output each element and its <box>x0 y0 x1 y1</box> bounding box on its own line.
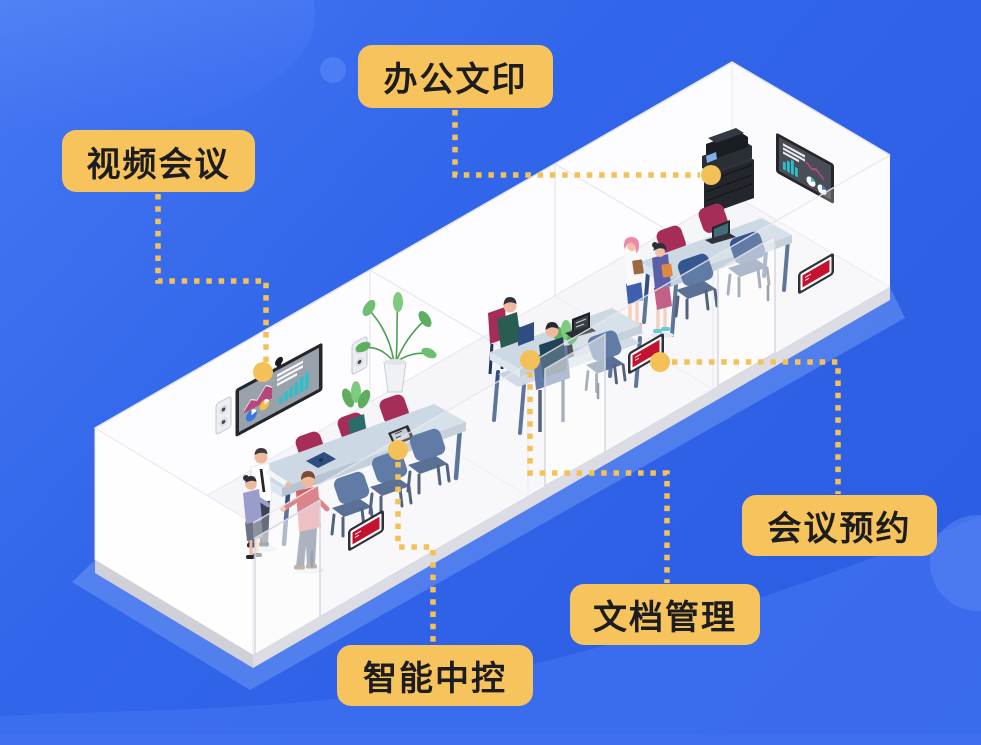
label-video-conference: 视频会议 <box>62 130 255 192</box>
wall-dashboard-display-icon <box>776 133 834 204</box>
blob-top-left <box>0 0 315 135</box>
anchor-office-printing <box>701 165 721 185</box>
wall-video-display-icon <box>235 343 323 437</box>
anchor-document-management <box>520 350 540 370</box>
label-document-management: 文档管理 <box>570 584 760 645</box>
meeting-room-sign-icon <box>348 253 834 551</box>
person-standing-pink-hair <box>624 237 644 329</box>
label-meeting-booking: 会议预约 <box>742 495 937 556</box>
table-plant-icon <box>342 381 371 434</box>
connector-anchor-dots <box>253 165 721 460</box>
label-smart-control: 智能中控 <box>337 645 533 706</box>
label-office-printing: 办公文印 <box>358 45 553 108</box>
laptop-icon <box>518 322 534 346</box>
back-wall <box>95 62 732 560</box>
building-base-trim <box>95 287 890 668</box>
wave-bottom-strip <box>0 734 981 745</box>
connector-document-management <box>527 372 670 583</box>
person-standing-dark-hair <box>652 242 673 333</box>
connector-smart-control <box>395 462 436 643</box>
blob-small-circle <box>320 57 346 83</box>
meeting-table <box>250 404 466 488</box>
blob-bottom-right <box>930 515 981 611</box>
anchor-smart-control <box>388 440 408 460</box>
wave-bottom <box>0 516 981 745</box>
connectors <box>155 110 841 643</box>
anchor-meeting-booking <box>650 352 670 372</box>
person-lavender-top <box>243 475 271 559</box>
anchor-video-conference <box>253 362 273 382</box>
potted-plant-icon <box>355 292 437 393</box>
person-seated-left <box>488 297 531 375</box>
glass-door <box>717 234 776 388</box>
connector-video-conference <box>155 194 269 368</box>
connector-office-printing <box>452 110 700 178</box>
glass-front-wall <box>252 154 891 657</box>
